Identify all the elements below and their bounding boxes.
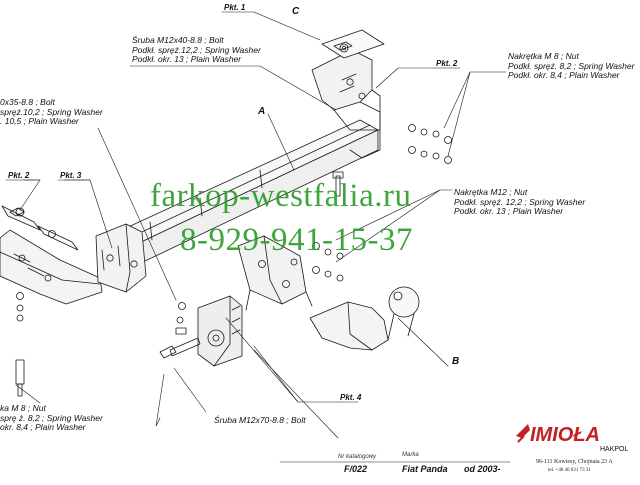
- callout-line: Podkł. okr. 13 ; Plain Washer: [454, 206, 564, 216]
- callout-bolt-bottom: Śruba M12x70-8.8 ; Bolt: [214, 415, 306, 425]
- callout-line: . 10,5 ; Plain Washer: [0, 116, 79, 126]
- part-letter-b: B: [452, 356, 460, 367]
- callout-line: Nakrętka M12 ; Nut: [454, 187, 528, 197]
- left-side-arm: [95, 223, 147, 293]
- callout-line: Śruba M12x40-8.8 ; Bolt: [132, 35, 224, 45]
- callout-line: Podkł. okr. 13 ; Plain Washer: [132, 54, 242, 64]
- catalog-value: F/022: [344, 464, 368, 474]
- pkt3-label: Pkt. 3: [60, 171, 82, 180]
- callout-line: Podkł. spręż.12,2 ; Spring Washer: [132, 44, 261, 55]
- bottom-long-bolt: [159, 337, 201, 359]
- make-value: Fiat Panda: [402, 464, 448, 474]
- callout-nut-bottom-left: ka M 8 ; Nut sprę ż. 8,2 ; Spring Washer…: [0, 403, 103, 433]
- right-top-fasteners: [408, 124, 452, 164]
- left-vehicle-bracket: [0, 229, 103, 305]
- left-plate-pkt2: [1, 205, 79, 251]
- callout-line: Podkł. spręż. 8,2 ; Spring Washer: [508, 60, 635, 71]
- callout-nut-mid-right: Nakrętka M12 ; Nut Podkł. spręż. 12,2 ; …: [454, 187, 586, 217]
- brand-address: 96-111 Kowiesy, Chojnata 23 A: [536, 459, 613, 465]
- ball-mount-bracket: [237, 235, 313, 311]
- year-value: od 2003-: [464, 464, 501, 474]
- left-bolts: [15, 292, 187, 397]
- mid-vertical-bolt: [332, 171, 344, 197]
- callout-line: 0x35-8.8 ; Bolt: [0, 97, 55, 107]
- pkt2-left-label: Pkt. 2: [8, 171, 30, 180]
- callout-line: sprę ż. 8,2 ; Spring Washer: [0, 412, 103, 423]
- callout-bolt-left: 0x35-8.8 ; Bolt spręż.10,2 ; Spring Wash…: [0, 97, 103, 127]
- watermark-phone: 8-929-941-15-37: [180, 222, 413, 258]
- catalog-label: Nr katalogowy: [338, 454, 377, 460]
- pkt4-label: Pkt. 4: [340, 393, 362, 402]
- callout-line: Podkł. spręż. 12,2 ; Spring Washer: [454, 196, 586, 207]
- socket-plate: [197, 295, 243, 367]
- callout-line: ka M 8 ; Nut: [0, 403, 46, 413]
- pkt-label-underlines: [5, 11, 461, 403]
- top-plate-c: [321, 29, 385, 59]
- callout-bolt-top: Śruba M12x40-8.8 ; Bolt Podkł. spręż.12,…: [132, 35, 261, 65]
- callout-nut-top-right: Nakrętka M 8 ; Nut Podkł. spręż. 8,2 ; S…: [508, 51, 635, 81]
- part-letter-a: A: [258, 106, 266, 117]
- callout-line: Podkł. okr. 8,4 ; Plain Washer: [508, 70, 620, 80]
- brand-phone: tel. +48 46 831 73 31: [548, 468, 591, 473]
- brand-sub: HAKPOL: [600, 446, 629, 453]
- part-letter-c: C: [292, 6, 300, 17]
- make-label: Marka: [402, 452, 419, 458]
- tow-ball: [309, 286, 420, 351]
- mid-right-fasteners: [312, 242, 344, 282]
- watermark-site: farkop-westfalia.ru: [150, 178, 412, 214]
- callout-line: Nakrętka M 8 ; Nut: [508, 51, 579, 61]
- pkt2-right-label: Pkt. 2: [436, 59, 458, 68]
- brand-name: IMIOŁA: [530, 424, 600, 446]
- pkt1-label: Pkt. 1: [224, 3, 246, 12]
- callout-line: okr. 8,4 ; Plain Washer: [0, 422, 86, 432]
- callout-line: spręż.10,2 ; Spring Washer: [0, 106, 103, 117]
